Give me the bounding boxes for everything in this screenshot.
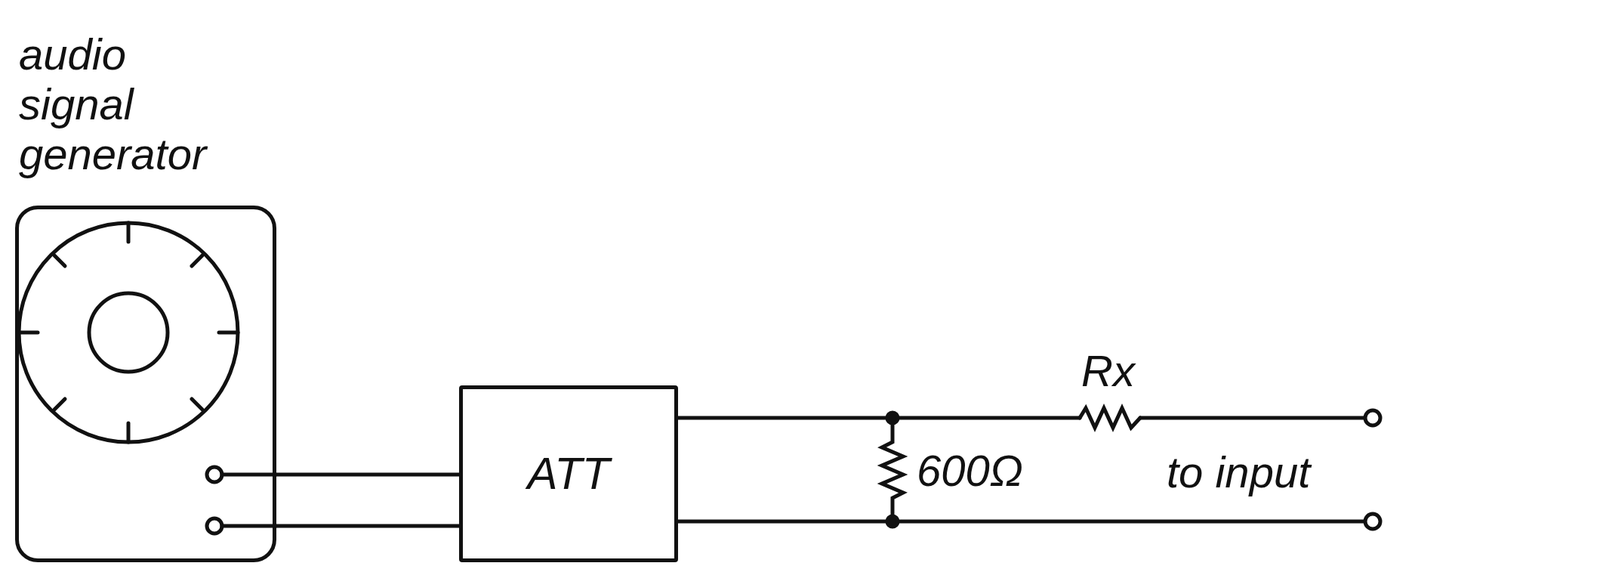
junction-dot <box>887 412 898 423</box>
dial-ticks <box>18 222 238 442</box>
resistor-symbol <box>881 417 904 522</box>
signal-wire <box>276 474 460 526</box>
dial-knob <box>89 292 168 372</box>
resistor-label: Rx <box>1081 348 1135 393</box>
terminal <box>1365 513 1381 529</box>
terminal <box>206 466 222 482</box>
generator-box: audio signal generator <box>15 205 277 562</box>
terminal-label: to input <box>1166 450 1311 494</box>
dial-outer <box>18 222 238 442</box>
wire <box>678 416 1080 420</box>
attenuator-box: ATT <box>459 385 679 562</box>
resistor-label: 600Ω <box>916 448 1024 493</box>
terminal <box>206 517 222 534</box>
wire <box>678 519 1366 524</box>
wire <box>221 524 276 528</box>
wire <box>1140 416 1366 420</box>
device-heading: audio signal generator <box>18 29 246 179</box>
terminal <box>1365 410 1381 426</box>
wire <box>221 472 276 477</box>
box-label: ATT <box>462 450 675 497</box>
resistor-symbol <box>1079 407 1141 428</box>
junction-dot <box>887 515 898 527</box>
